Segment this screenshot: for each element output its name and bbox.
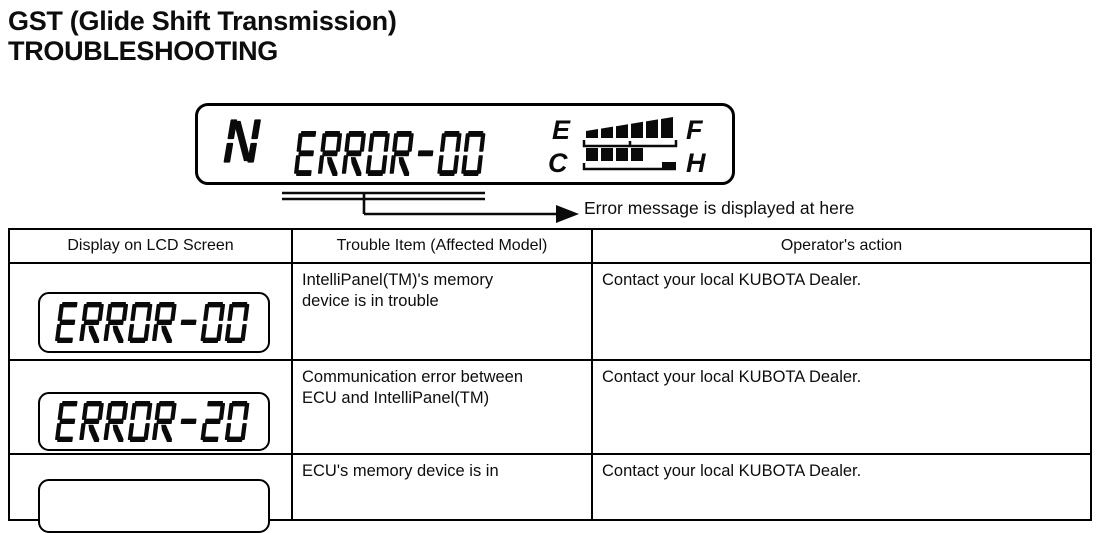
row1-trouble-item: IntelliPanel(TM)'s memory device is in t…: [293, 264, 593, 361]
row3-trouble-item: ECU's memory device is in: [293, 455, 593, 519]
row3-lcd-cell: [10, 455, 293, 533]
title-line-2: TROUBLESHOOTING: [8, 36, 278, 66]
row2-lcd-screen: [38, 392, 270, 451]
row2-lcd-error-text: [55, 401, 250, 442]
row3-operator-action: Contact your local KUBOTA Dealer.: [602, 462, 862, 480]
troubleshooting-table: Display on LCD Screen Trouble Item (Affe…: [8, 228, 1092, 533]
callout-leader-lines-icon: [282, 191, 579, 223]
gear-indicator-n-icon: [223, 119, 261, 163]
header-display-on-lcd: Display on LCD Screen: [10, 230, 293, 264]
temp-cold-label: C: [548, 148, 568, 178]
page-title: GST (Glide Shift Transmission) TROUBLESH…: [8, 6, 397, 66]
title-line-1: GST (Glide Shift Transmission): [8, 6, 397, 36]
row2-operator-action: Contact your local KUBOTA Dealer.: [593, 361, 1090, 455]
manual-page: GST (Glide Shift Transmission) TROUBLESH…: [8, 6, 1092, 533]
row1-operator-action: Contact your local KUBOTA Dealer.: [593, 264, 1090, 361]
callout-text: Error message is displayed at here: [584, 198, 855, 218]
temp-gauge-end-block-icon: [662, 162, 676, 169]
fuel-empty-label: E: [552, 115, 571, 145]
temp-gauge-bars-icon: [586, 148, 643, 161]
temp-hot-label: H: [686, 148, 706, 178]
fuel-gauge-bars-icon: [586, 117, 673, 138]
row3-lcd-screen: [38, 479, 270, 533]
header-operators-action: Operator's action: [593, 230, 1090, 264]
fuel-full-label: F: [686, 115, 704, 145]
fuel-and-temp-gauges: E F C H: [548, 115, 706, 178]
temp-gauge-scale-icon: [582, 163, 676, 171]
row2-lcd-cell: [10, 361, 293, 455]
arrow-right-icon: [556, 205, 579, 223]
fuel-gauge-scale-icon: [582, 140, 678, 148]
row1-lcd-screen: [38, 292, 270, 353]
row1-lcd-cell: [10, 264, 293, 361]
header-trouble-item: Trouble Item (Affected Model): [293, 230, 593, 264]
row2-trouble-item: Communication error between ECU and Inte…: [293, 361, 593, 455]
lcd-error-message: [294, 131, 486, 176]
row1-lcd-error-text: [55, 302, 250, 343]
lcd-display-panel: E F C H: [195, 103, 735, 185]
